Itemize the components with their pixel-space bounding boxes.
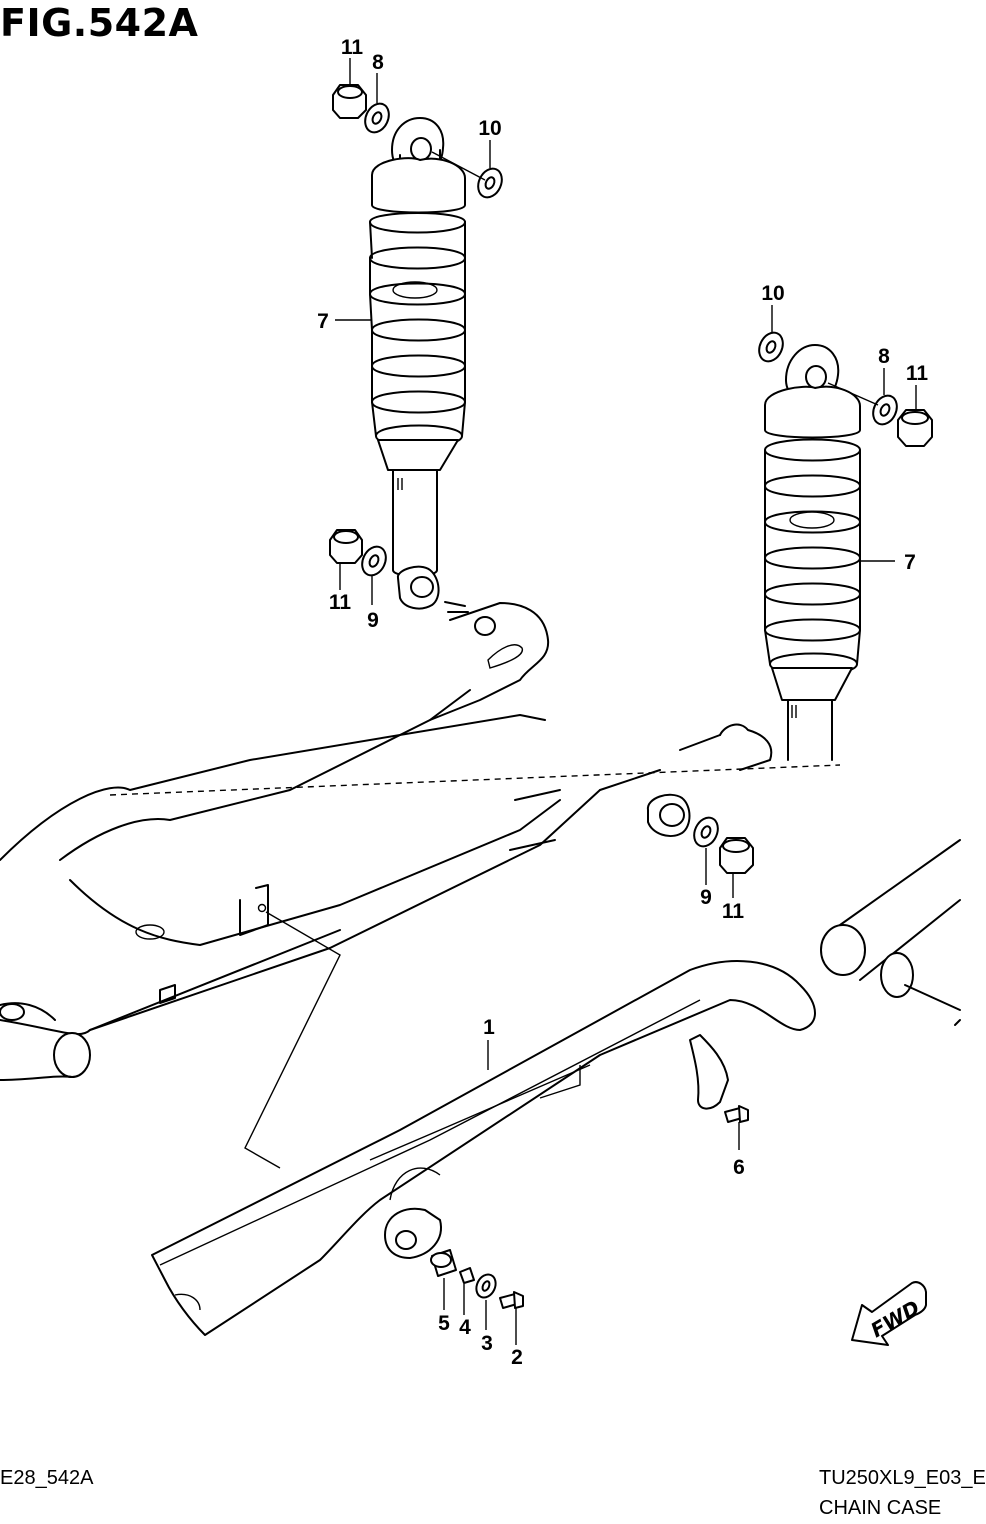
callout-10: 10 bbox=[761, 282, 784, 305]
washer-8-right bbox=[872, 394, 898, 426]
washer-8-top bbox=[364, 102, 390, 134]
callout-9: 9 bbox=[367, 609, 379, 632]
callout-11: 11 bbox=[722, 900, 745, 923]
callout-11: 11 bbox=[341, 36, 364, 59]
washer-9-left bbox=[361, 545, 387, 577]
callout-9: 9 bbox=[700, 886, 712, 909]
forward-direction-arrow-icon: FWD bbox=[851, 1281, 927, 1346]
callout-labels: 11 8 10 7 11 9 10 8 11 7 9 11 1 6 5 4 3 … bbox=[317, 36, 928, 1369]
callout-10: 10 bbox=[478, 117, 501, 140]
callout-11: 11 bbox=[906, 362, 929, 385]
nut-11-right-top bbox=[897, 409, 933, 447]
swingarm bbox=[0, 601, 961, 1169]
nut-11-top bbox=[332, 84, 367, 119]
callout-1: 1 bbox=[483, 1016, 495, 1039]
nut-11-left-lower bbox=[329, 529, 363, 564]
callout-2: 2 bbox=[511, 1346, 523, 1369]
bolt-6 bbox=[724, 1105, 749, 1123]
washer-10-right bbox=[758, 331, 784, 363]
figure-code-left: E28_542A bbox=[0, 1467, 94, 1489]
figure-title: FIG.542A bbox=[0, 1, 199, 45]
bolt-2 bbox=[499, 1291, 524, 1309]
washer-3 bbox=[475, 1273, 497, 1299]
callout-3: 3 bbox=[481, 1332, 493, 1355]
collar-right-lower bbox=[646, 793, 691, 837]
section-name: CHAIN CASE bbox=[819, 1497, 942, 1519]
callout-11: 11 bbox=[329, 591, 352, 614]
callout-8: 8 bbox=[372, 51, 384, 74]
exploded-parts-diagram: 11 8 10 7 11 9 10 8 11 7 9 11 1 6 5 4 3 … bbox=[0, 36, 961, 1369]
callout-6: 6 bbox=[733, 1156, 745, 1179]
leader-lines bbox=[335, 58, 917, 1345]
bushing-4 bbox=[459, 1267, 475, 1284]
callout-5: 5 bbox=[438, 1312, 450, 1335]
nut-11-right-lower bbox=[719, 837, 754, 874]
callout-7: 7 bbox=[904, 551, 916, 574]
model-code: TU250XL9_E03_E bbox=[819, 1467, 986, 1489]
washer-10-top bbox=[477, 167, 503, 199]
chain-case bbox=[151, 960, 816, 1336]
collar-5 bbox=[430, 1249, 457, 1277]
washer-9-right bbox=[693, 816, 719, 848]
rear-shock-absorber-right bbox=[764, 344, 861, 761]
callout-8: 8 bbox=[878, 345, 890, 368]
callout-7: 7 bbox=[317, 310, 329, 333]
rear-shock-absorber-left bbox=[369, 117, 466, 610]
callout-4: 4 bbox=[459, 1316, 471, 1339]
